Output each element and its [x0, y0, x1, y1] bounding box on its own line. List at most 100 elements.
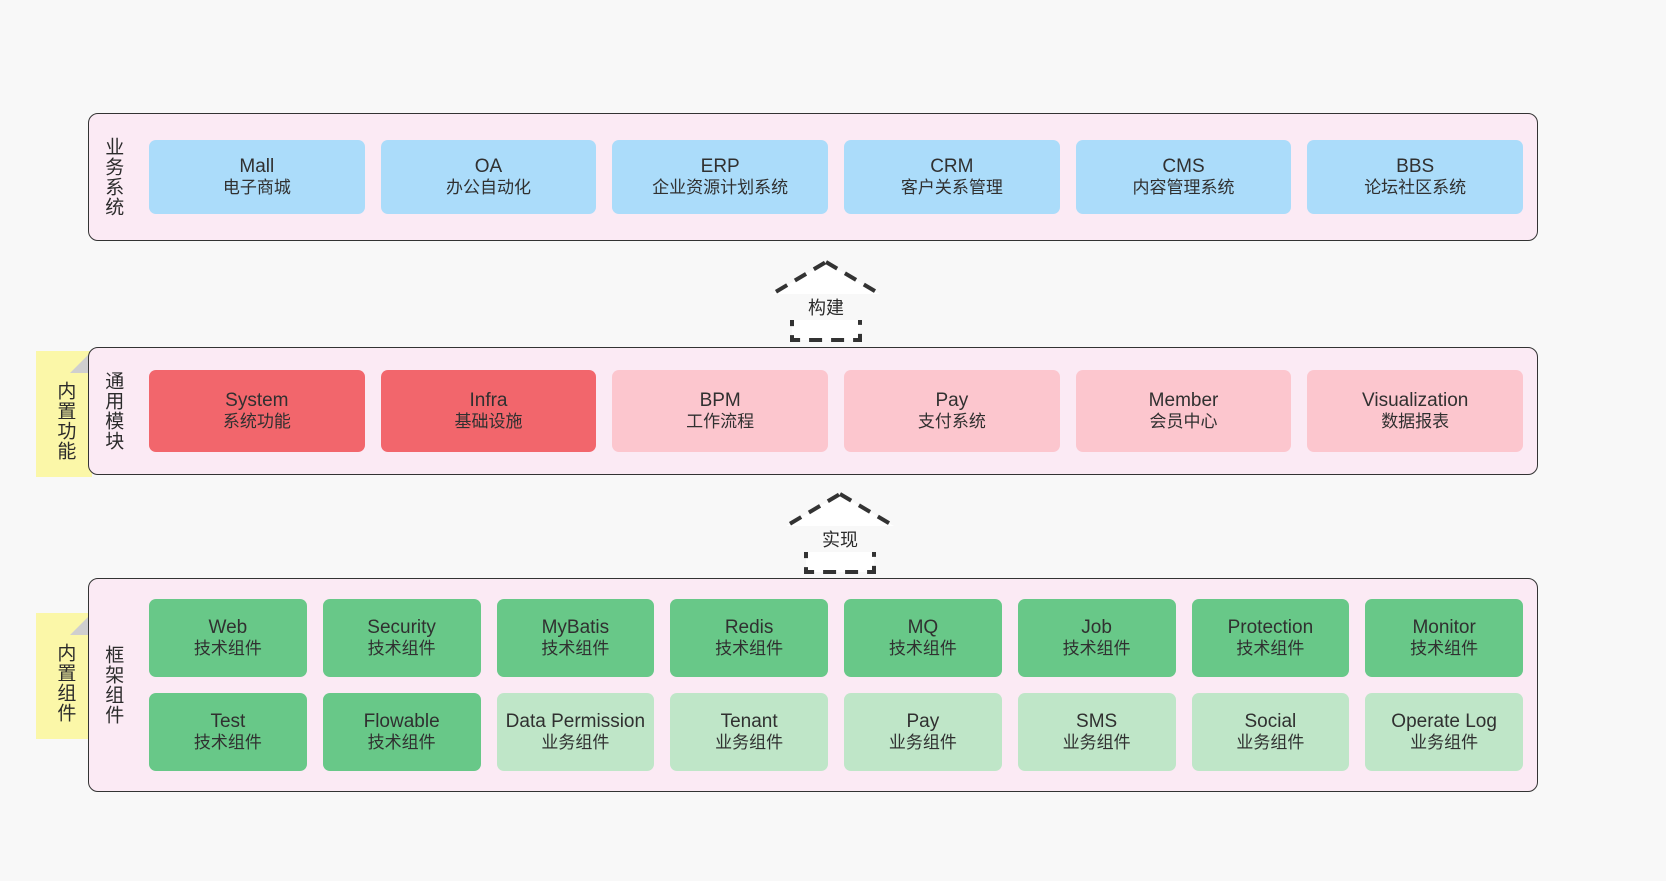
card-job[interactable]: Job 技术组件	[1017, 599, 1176, 677]
layer-framework-components: 框架组件 Web 技术组件 Security 技术组件 MyBatis 技术组件…	[88, 578, 1538, 792]
card-tenant[interactable]: Tenant 业务组件	[670, 693, 828, 771]
card-title: SMS	[1076, 711, 1118, 733]
card-title: Social	[1244, 711, 1297, 733]
card-title: OA	[474, 156, 503, 178]
card-subtitle: 支付系统	[917, 412, 986, 432]
card-erp[interactable]: ERP 企业资源计划系统	[612, 140, 829, 214]
card-row: Mall 电子商城 OA 办公自动化 ERP 企业资源计划系统 CRM 客户关系…	[149, 140, 1524, 214]
card-subtitle: 办公自动化	[446, 178, 531, 198]
card-subtitle: 论坛社区系统	[1364, 178, 1467, 198]
card-subtitle: 技术组件	[541, 639, 610, 659]
card-title: BBS	[1396, 156, 1435, 178]
card-title: ERP	[700, 156, 740, 178]
card-subtitle: 技术组件	[1236, 639, 1305, 659]
card-flowable[interactable]: Flowable 技术组件	[322, 693, 481, 771]
card-subtitle: 业务组件	[1062, 733, 1131, 753]
arrow-implement: 实现	[758, 490, 922, 574]
card-title: Web	[208, 617, 248, 639]
layer-title-common-modules: 通用模块	[102, 371, 124, 451]
note-builtin-components: 内置组件	[36, 613, 92, 739]
card-title: BPM	[699, 390, 741, 412]
card-mybatis[interactable]: MyBatis 技术组件	[496, 599, 655, 677]
card-visualization[interactable]: Visualization 数据报表	[1307, 370, 1524, 452]
layer-title-business-system: 业务系统	[102, 137, 124, 217]
card-row: Test 技术组件 Flowable 技术组件 Data Permission …	[149, 693, 1523, 771]
card-title: Monitor	[1412, 617, 1476, 639]
card-operate-log[interactable]: Operate Log 业务组件	[1365, 693, 1523, 771]
card-cms[interactable]: CMS 内容管理系统	[1075, 140, 1292, 214]
card-subtitle: 业务组件	[888, 733, 957, 753]
card-pay-business[interactable]: Pay 业务组件	[844, 693, 1002, 771]
card-redis[interactable]: Redis 技术组件	[670, 599, 828, 677]
card-title: Job	[1081, 617, 1112, 639]
card-title: Pay	[935, 390, 969, 412]
card-test[interactable]: Test 技术组件	[149, 693, 307, 771]
card-subtitle: 技术组件	[367, 639, 436, 659]
card-bbs[interactable]: BBS 论坛社区系统	[1307, 140, 1524, 214]
card-pay[interactable]: Pay 支付系统	[844, 370, 1060, 452]
card-subtitle: 技术组件	[715, 639, 784, 659]
card-oa[interactable]: OA 办公自动化	[380, 140, 597, 214]
card-subtitle: 内容管理系统	[1132, 178, 1235, 198]
card-infra[interactable]: Infra 基础设施	[380, 370, 597, 452]
layer-body-common-modules: System 系统功能 Infra 基础设施 BPM 工作流程 Pay 支付系统…	[135, 348, 1537, 474]
card-row: System 系统功能 Infra 基础设施 BPM 工作流程 Pay 支付系统…	[149, 370, 1524, 452]
card-security[interactable]: Security 技术组件	[322, 599, 481, 677]
layer-title-framework-components: 框架组件	[102, 645, 124, 725]
card-title: Mall	[239, 156, 275, 178]
layer-business-system: 业务系统 Mall 电子商城 OA 办公自动化 ERP 企业资源计划系统 CRM…	[88, 113, 1538, 241]
note-text: 内置功能	[54, 381, 76, 461]
note-builtin-functions: 内置功能	[36, 351, 92, 477]
arrow-build: 构建	[744, 258, 908, 342]
card-data-permission[interactable]: Data Permission 业务组件	[496, 693, 655, 771]
card-subtitle: 企业资源计划系统	[652, 178, 789, 198]
card-subtitle: 电子商城	[222, 178, 291, 198]
card-title: MQ	[907, 617, 939, 639]
card-bpm[interactable]: BPM 工作流程	[612, 370, 829, 452]
card-title: Infra	[469, 390, 508, 412]
card-subtitle: 技术组件	[193, 639, 262, 659]
card-row: Web 技术组件 Security 技术组件 MyBatis 技术组件 Redi…	[149, 599, 1523, 677]
card-subtitle: 数据报表	[1381, 412, 1450, 432]
layer-body-business-system: Mall 电子商城 OA 办公自动化 ERP 企业资源计划系统 CRM 客户关系…	[135, 114, 1537, 240]
card-subtitle: 技术组件	[367, 733, 436, 753]
card-title: Protection	[1227, 617, 1314, 639]
card-subtitle: 业务组件	[1410, 733, 1479, 753]
card-title: Test	[210, 711, 246, 733]
card-title: Visualization	[1362, 390, 1469, 412]
card-subtitle: 客户关系管理	[900, 178, 1003, 198]
card-mall[interactable]: Mall 电子商城	[149, 140, 365, 214]
arrow-label: 构建	[748, 294, 904, 320]
card-subtitle: 基础设施	[454, 412, 523, 432]
layer-common-modules: 通用模块 System 系统功能 Infra 基础设施 BPM 工作流程 Pay…	[88, 347, 1538, 475]
card-system[interactable]: System 系统功能	[149, 370, 365, 452]
card-title: CRM	[930, 156, 974, 178]
card-title: Flowable	[363, 711, 440, 733]
card-subtitle: 工作流程	[686, 412, 755, 432]
card-subtitle: 业务组件	[541, 733, 610, 753]
card-subtitle: 会员中心	[1149, 412, 1218, 432]
card-sms[interactable]: SMS 业务组件	[1017, 693, 1176, 771]
card-subtitle: 技术组件	[1410, 639, 1479, 659]
layer-body-framework-components: Web 技术组件 Security 技术组件 MyBatis 技术组件 Redi…	[135, 579, 1537, 791]
card-title: System	[225, 390, 289, 412]
card-subtitle: 业务组件	[1236, 733, 1305, 753]
card-monitor[interactable]: Monitor 技术组件	[1365, 599, 1523, 677]
card-title: CMS	[1162, 156, 1205, 178]
card-title: Tenant	[720, 711, 778, 733]
card-protection[interactable]: Protection 技术组件	[1191, 599, 1350, 677]
card-subtitle: 系统功能	[222, 412, 291, 432]
card-member[interactable]: Member 会员中心	[1075, 370, 1292, 452]
card-title: Security	[367, 617, 436, 639]
card-title: Member	[1148, 390, 1219, 412]
card-web[interactable]: Web 技术组件	[149, 599, 307, 677]
card-subtitle: 技术组件	[193, 733, 262, 753]
card-title: Operate Log	[1391, 711, 1497, 733]
card-crm[interactable]: CRM 客户关系管理	[844, 140, 1060, 214]
card-title: Redis	[724, 617, 774, 639]
arrow-label: 实现	[762, 526, 918, 552]
card-subtitle: 技术组件	[1062, 639, 1131, 659]
card-mq[interactable]: MQ 技术组件	[844, 599, 1002, 677]
card-social[interactable]: Social 业务组件	[1191, 693, 1350, 771]
